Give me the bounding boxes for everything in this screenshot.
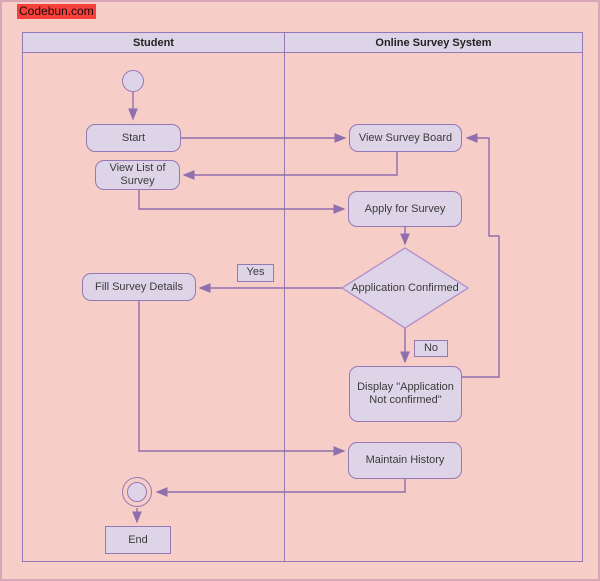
final-node-inner — [127, 482, 147, 502]
activity-apply-for-survey: Apply for Survey — [348, 191, 462, 227]
activity-maintain-history: Maintain History — [348, 442, 462, 479]
activity-view-survey-board: View Survey Board — [349, 124, 462, 152]
lane-divider — [284, 33, 285, 561]
lane-header-online-survey-system: Online Survey System — [285, 33, 582, 53]
final-node — [122, 477, 152, 507]
decision-label: Application Confirmed — [351, 282, 459, 294]
swimlane-table: Student Online Survey System — [22, 32, 583, 562]
edge-label-yes: Yes — [237, 264, 274, 282]
activity-end: End — [105, 526, 171, 554]
activity-start: Start — [86, 124, 181, 152]
activity-fill-survey-details: Fill Survey Details — [82, 273, 196, 301]
activity-view-list-of-survey: View List of Survey — [95, 160, 180, 190]
edge-label-no: No — [414, 340, 448, 357]
lane-header-student: Student — [23, 33, 285, 53]
initial-node — [122, 70, 144, 92]
activity-display-not-confirmed: Display "Application Not confirmed" — [349, 366, 462, 422]
watermark: Codebun.com — [17, 4, 96, 19]
